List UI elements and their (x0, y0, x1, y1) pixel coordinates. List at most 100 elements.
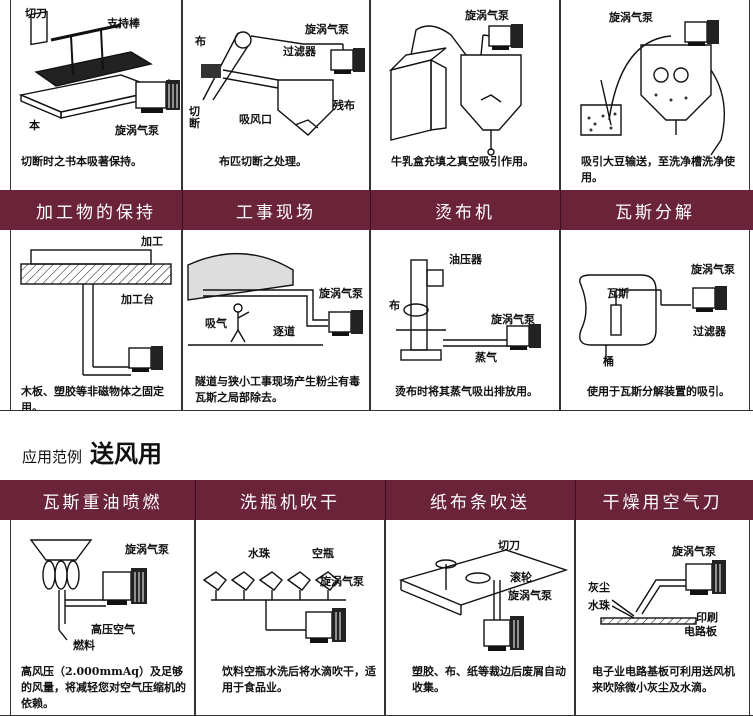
panel-workpiece-fixing: 加工 加工台 木板、塑胶等非磁物体之固定用。 (10, 230, 182, 410)
vortex-pump-icon (135, 80, 180, 113)
label-support-rod: 支持棒 (107, 17, 140, 30)
vortex-pump-icon (692, 286, 727, 312)
label-vortex-pump: 旋涡气泵 (115, 124, 159, 137)
band-title-paper-strip-blowing: 纸布条吹送 (430, 492, 530, 513)
vortex-pump-icon (506, 324, 541, 350)
panel-milk-carton: 旋涡气泵 牛乳盒充填之真空吸引作用。 (370, 0, 560, 190)
label-cloth: 布 (195, 35, 206, 48)
panel-air-knife: 旋涡气泵 灰尘 水珠 印刷 电路板 电子业电路基板可利用送风机来吹除微小灰尘及水… (575, 520, 750, 716)
category-band-1: 加工物的保持 工事现场 烫布机 瓦斯分解 (0, 190, 753, 230)
label-vortex-pump: 旋涡气泵 (609, 11, 653, 24)
label-empty-bottle: 空瓶 (312, 547, 334, 560)
vortex-pump-icon (328, 310, 363, 336)
label-book: 本 (29, 119, 40, 132)
label-filter: 过滤器 (283, 45, 316, 58)
panel-book-holding: 切刀 支持棒 本 旋涡气泵 切断时之书本吸著保持。 (10, 0, 182, 190)
caption: 高风压（2.000mmAq）及足够的风量，将减轻您对空气压缩机的依赖。 (21, 665, 186, 710)
section-title: 应用范例送风用 (22, 434, 162, 469)
caption: 木板、塑胶等非磁物体之固定用。 (21, 385, 164, 410)
label-vortex-pump: 旋涡气泵 (672, 545, 716, 558)
band-title-construction-site: 工事现场 (236, 202, 316, 223)
panel-burner: 旋涡气泵 高压空气 燃料 高风压（2.000mmAq）及足够的风量，将减轻您对空… (10, 520, 195, 716)
panel-paper-strip: 切刀 滚轮 旋涡气泵 塑胶、布、纸等裁边后废屑自动收集。 (385, 520, 575, 716)
air-knife-illustration (600, 560, 726, 625)
label-filter: 过滤器 (693, 325, 726, 338)
label-gas: 瓦斯 (607, 287, 629, 300)
ironing-illustration (396, 259, 541, 361)
label-vortex-pump: 旋涡气泵 (508, 589, 552, 602)
label-vortex-pump: 旋涡气泵 (319, 287, 363, 300)
caption: 塑胶、布、纸等裁边后废屑自动收集。 (412, 665, 566, 694)
section-main-title: 送风用 (90, 440, 163, 468)
vortex-pump-icon (330, 48, 365, 74)
label-work-table: 加工台 (121, 293, 154, 306)
label-vortex-pump: 旋涡气泵 (691, 263, 735, 276)
band-title-ironing-machine: 烫布机 (435, 202, 495, 223)
label-water-drops: 水珠 (248, 547, 270, 560)
label-cut: 切断 (189, 105, 200, 130)
vortex-pump-icon (102, 568, 147, 605)
band-title-air-knife: 干燥用空气刀 (602, 492, 723, 513)
panel-bottle-drying: 水珠 空瓶 旋涡气泵 饮料空瓶水洗后将水滴吹干，适用于食品业。 (195, 520, 385, 716)
label-vortex-pump: 旋涡气泵 (491, 313, 535, 326)
category-band-2: 瓦斯重油喷燃 洗瓶机吹干 纸布条吹送 干燥用空气刀 (0, 480, 753, 520)
label-roller: 滚轮 (510, 571, 532, 584)
panel-ironing: 油压器 布 旋涡气泵 蒸气 烫布时将其蒸气吸出排放用。 (370, 230, 560, 410)
vortex-pump-icon (684, 20, 719, 46)
milk-carton-illustration (388, 24, 523, 156)
panel-cloth-cutting: 布 过滤器 旋涡气泵 切断 吸风口 残布 布匹切断之处理。 (182, 0, 370, 190)
divider (0, 410, 753, 411)
label-workpiece: 加工 (141, 235, 163, 248)
label-vortex-pump: 旋涡气泵 (320, 575, 364, 588)
vortex-pump-icon (685, 560, 726, 595)
band-title-gas-decomposition: 瓦斯分解 (615, 202, 695, 223)
caption: 隧道与狭小工事现场产生粉尘有毒瓦斯之局部除去。 (195, 375, 360, 404)
label-dust: 灰尘 (588, 581, 610, 594)
vortex-pump-icon (305, 608, 346, 643)
workpiece-fixing-illustration (20, 249, 172, 376)
label-vortex-pump: 旋涡气泵 (465, 9, 509, 22)
label-scrap-cloth: 残布 (333, 99, 355, 112)
label-high-pressure-air: 高压空气 (91, 623, 135, 636)
bottle-drying-illustration (202, 571, 346, 643)
panel-soybean-transport: 旋涡气泵 吸引大豆输送，至洗净槽洗净使用。 (560, 0, 750, 190)
caption: 牛乳盒充填之真空吸引作用。 (391, 155, 534, 168)
label-vortex-pump: 旋涡气泵 (125, 543, 169, 556)
label-tunnel: 逐道 (273, 325, 295, 338)
label-drum: 桶 (603, 355, 614, 368)
label-hydraulic-press: 油压器 (449, 253, 482, 266)
caption: 使用于瓦斯分解装置的吸引。 (587, 385, 730, 398)
caption: 饮料空瓶水洗后将水滴吹干，适用于食品业。 (222, 665, 376, 694)
soybean-transport-illustration (580, 20, 726, 156)
vortex-pump-icon (488, 24, 523, 50)
band-title-workpiece-holding: 加工物的保持 (36, 202, 156, 223)
label-suction-inlet: 吸风口 (239, 113, 272, 126)
band-title-bottle-drying: 洗瓶机吹干 (240, 492, 340, 513)
gas-decomposition-illustration (579, 274, 727, 360)
burner-illustration (29, 539, 147, 641)
caption: 切断时之书本吸著保持。 (21, 155, 142, 168)
section-prefix: 应用范例 (22, 448, 83, 466)
caption: 电子业电路基板可利用送风机来吹除微小灰尘及水滴。 (592, 665, 735, 694)
book-holding-illustration (18, 10, 180, 120)
panel-gas-decomposition: 旋涡气泵 瓦斯 过滤器 桶 使用于瓦斯分解装置的吸引。 (560, 230, 750, 410)
label-circuit-board: 电路板 (684, 625, 717, 638)
caption: 布匹切断之处理。 (219, 155, 307, 168)
band-title-gas-oil-burner: 瓦斯重油喷燃 (42, 492, 163, 513)
label-cutter: 切刀 (25, 7, 47, 20)
vortex-pump-icon (483, 616, 524, 651)
label-vortex-pump: 旋涡气泵 (305, 23, 349, 36)
label-fuel: 燃料 (73, 639, 95, 652)
caption: 烫布时将其蒸气吸出排放用。 (395, 385, 538, 398)
label-water-drops: 水珠 (588, 599, 610, 612)
panel-tunnel-dust: 旋涡气泵 吸气 逐道 隧道与狭小工事现场产生粉尘有毒瓦斯之局部除去。 (182, 230, 370, 410)
label-cutter: 切刀 (498, 539, 520, 552)
label-printed: 印刷 (696, 611, 718, 624)
label-steam: 蒸气 (475, 351, 497, 364)
label-suction: 吸气 (205, 317, 227, 330)
label-cloth: 布 (389, 299, 400, 312)
caption: 吸引大豆输送，至洗净槽洗净使用。 (581, 155, 735, 184)
cloth-cutting-illustration (201, 31, 365, 136)
tunnel-dust-illustration (187, 252, 363, 346)
vortex-pump-icon (128, 346, 163, 372)
